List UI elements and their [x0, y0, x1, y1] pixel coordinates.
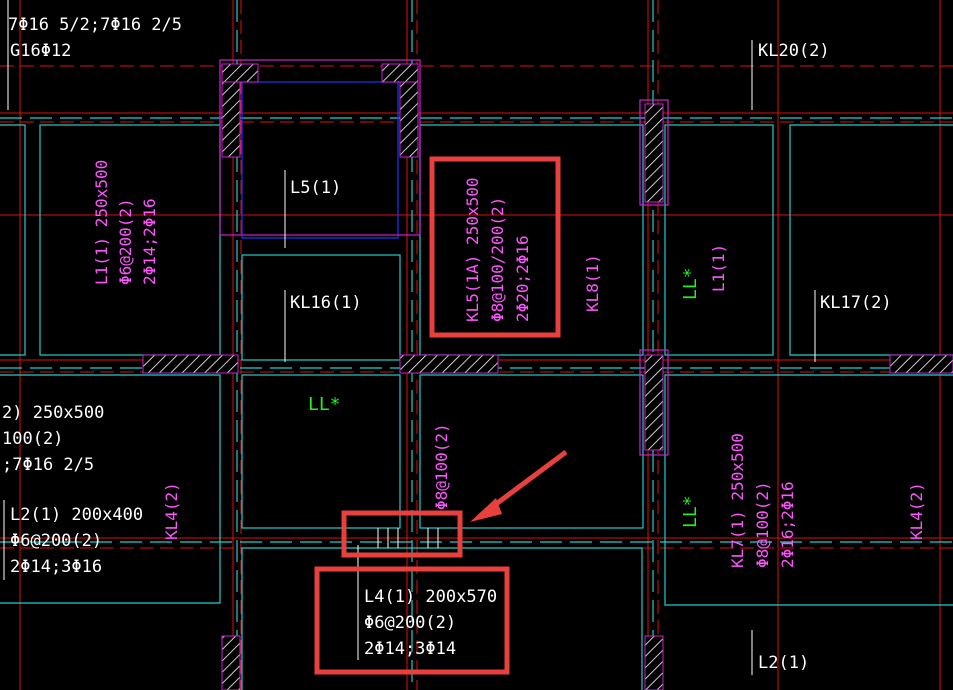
label-left-mid-1: 2) 250x500	[2, 403, 104, 423]
label-kl20: KL20(2)	[758, 41, 830, 61]
label-kl7-1: KL7(1) 250x500	[728, 433, 747, 568]
opening-outline	[241, 81, 399, 239]
label-kl5-3: 2Φ20;2Φ16	[513, 235, 532, 322]
label-top-left-1: 7Φ16 5/2;7Φ16 2/5	[8, 15, 182, 35]
label-kl16: KL16(1)	[290, 293, 362, 313]
annotations-green: LL* LL* LL*	[308, 267, 701, 528]
slab-panel-left-bottom	[0, 374, 221, 604]
label-ll-center: LL*	[308, 394, 341, 415]
label-kl7-3: 2Φ16;2Φ16	[778, 481, 797, 568]
columns-and-walls	[142, 59, 953, 690]
label-l2-2: Φ6@200(2)	[10, 531, 102, 551]
label-l5: L5(1)	[290, 178, 341, 198]
label-l4-3: 2Φ14;3Φ14	[364, 639, 456, 659]
label-l1-left-3: 2Φ14;2Φ16	[140, 198, 159, 285]
hatched-wall	[399, 354, 499, 374]
highlight-box-stirrups	[341, 510, 463, 558]
slab-panel-right-top	[789, 124, 953, 356]
label-kl4-right: KL4(2)	[907, 482, 926, 540]
hatched-column	[381, 63, 419, 83]
slab-panel-top-left	[39, 124, 221, 356]
label-kl5-1: KL5(1A) 250x500	[463, 178, 482, 323]
column-outline	[639, 349, 669, 456]
highlight-box-l4	[314, 566, 510, 675]
hatched-column	[221, 81, 241, 158]
slab-panel-center-right	[419, 374, 644, 529]
label-left-mid-3: ;7Φ16 2/5	[2, 455, 94, 475]
label-top-left-2: G16Φ12	[10, 41, 71, 61]
slab-panel-center	[241, 374, 401, 529]
label-ll-upper-right: LL*	[680, 267, 701, 300]
slab-panel-kl5	[419, 124, 644, 356]
label-kl8: KL8(1)	[583, 254, 602, 312]
stirrup-marks	[377, 528, 439, 548]
label-l4-1: L4(1) 200x570	[364, 587, 497, 607]
label-l2-3: 2Φ14;3Φ16	[10, 557, 102, 577]
label-l1-left-2: Φ6@200(2)	[116, 198, 135, 285]
hatched-column	[399, 81, 419, 158]
slab-panel-kl8-right	[664, 124, 774, 356]
label-l2-1: L2(1) 200x400	[10, 505, 143, 525]
highlight-arrow-shaft	[486, 449, 568, 513]
leader-lines	[3, 0, 816, 675]
slab-panel-left-edge	[0, 124, 26, 356]
label-left-mid-2: 100(2)	[2, 429, 63, 449]
label-kl17: KL17(2)	[820, 293, 892, 313]
label-kl7-2: Φ8@100(2)	[753, 481, 772, 568]
hatched-column	[644, 354, 664, 451]
label-l2-bottom: L2(1)	[758, 653, 809, 673]
slab-panel-bottom-center	[241, 547, 643, 690]
label-l1-right: L1(1)	[709, 244, 728, 292]
annotations-white: 7Φ16 5/2;7Φ16 2/5 G16Φ12 KL20(2) L5(1) K…	[2, 15, 892, 673]
label-l4-2: Φ6@200(2)	[364, 613, 456, 633]
hatched-column	[221, 63, 259, 83]
label-l1-left-1: L1(1) 250x500	[92, 160, 111, 285]
slab-panel-l5-lower	[241, 254, 401, 361]
label-phi8-vertical: Φ8@100(2)	[432, 423, 451, 510]
highlight-arrow-head	[470, 498, 502, 522]
label-kl5-2: Φ8@100/200(2)	[488, 197, 507, 322]
column-outline	[639, 99, 669, 206]
slab-panel-right-bottom	[664, 374, 953, 606]
highlight-box-kl5	[429, 156, 561, 338]
annotations-magenta: L1(1) 250x500 Φ6@200(2) 2Φ14;2Φ16 KL5(1A…	[92, 160, 926, 568]
hatched-wall	[889, 354, 953, 374]
highlight-annotations	[314, 156, 568, 675]
hatched-column	[644, 635, 664, 690]
hatched-column	[644, 103, 664, 203]
hatched-column	[221, 635, 241, 690]
label-kl4-left: KL4(2)	[162, 482, 181, 540]
hatched-wall	[142, 354, 239, 374]
wall-outline-top	[219, 59, 421, 236]
label-ll-lower-right: LL*	[680, 495, 701, 528]
